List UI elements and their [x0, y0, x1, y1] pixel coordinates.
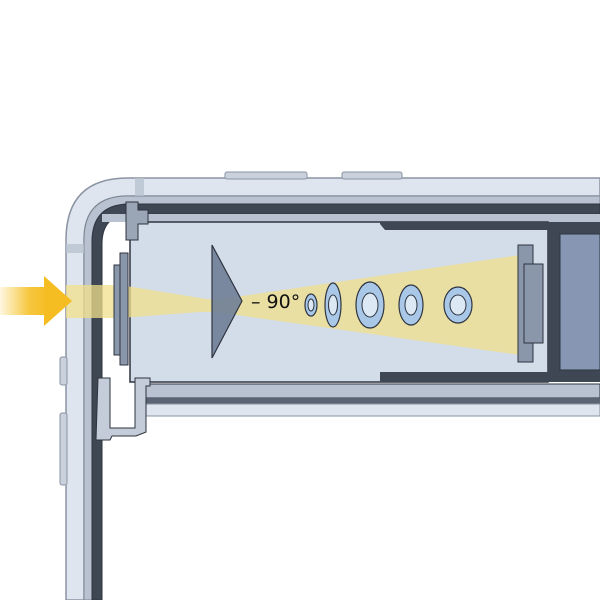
angle-label: – 90°	[251, 291, 301, 313]
prism	[211, 244, 243, 359]
lens-1	[304, 293, 318, 317]
lens-4	[398, 284, 424, 326]
lens-3	[355, 281, 385, 329]
incoming-light-arrow	[0, 276, 72, 326]
phone-frame	[59, 171, 600, 600]
display-panel	[559, 233, 600, 371]
lens-2	[324, 282, 342, 328]
entry-window	[113, 252, 129, 366]
light-beam	[66, 255, 520, 355]
lens-5	[443, 286, 473, 324]
lens-group	[304, 281, 473, 329]
image-sensor	[517, 244, 544, 363]
